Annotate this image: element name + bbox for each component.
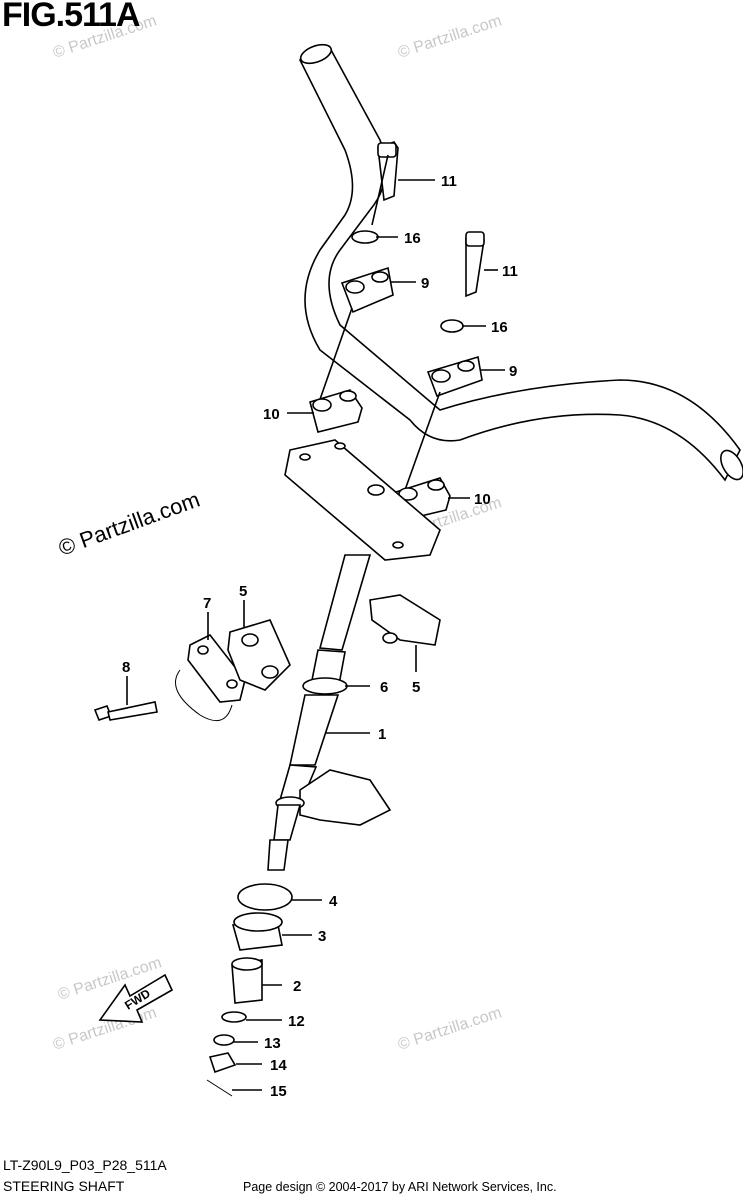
- callout-9: 9: [421, 275, 429, 292]
- callout-9: 9: [509, 363, 517, 380]
- callout-5: 5: [239, 583, 247, 600]
- callout-3: 3: [318, 928, 326, 945]
- holder-plate: [284, 439, 441, 561]
- steering-shaft: [267, 554, 392, 871]
- callout-13: 13: [264, 1035, 281, 1052]
- watermark-bottom-right: © Partzilla.com: [396, 1004, 504, 1053]
- callout-11: 11: [441, 173, 457, 190]
- callout-8: 8: [122, 659, 130, 676]
- callout-16: 16: [491, 319, 508, 336]
- callout-12: 12: [288, 1013, 305, 1030]
- callouts: 11 16 9 11 16 9 10 10 7 5 8 6 5 1 4 3 2 …: [122, 173, 518, 1100]
- callout-10: 10: [263, 406, 280, 423]
- callout-4: 4: [329, 893, 338, 910]
- watermark-main: © Partzilla.com: [55, 487, 203, 561]
- callout-2: 2: [293, 978, 301, 995]
- callout-1: 1: [378, 726, 386, 743]
- page-credit: Page design © 2004-2017 by ARI Network S…: [243, 1180, 557, 1194]
- callout-15: 15: [270, 1083, 287, 1100]
- lower-parts: [206, 883, 293, 1097]
- watermark-top-right: © Partzilla.com: [396, 12, 504, 61]
- callout-16: 16: [404, 230, 421, 247]
- figure-title: FIG.511A: [2, 0, 141, 34]
- callout-14: 14: [270, 1057, 287, 1074]
- callout-5: 5: [412, 679, 420, 696]
- figure-name: STEERING SHAFT: [3, 1178, 125, 1194]
- figure-code: LT-Z90L9_P03_P28_511A: [3, 1157, 167, 1173]
- callout-6: 6: [380, 679, 388, 696]
- callout-11: 11: [502, 263, 518, 280]
- handlebar: [299, 43, 743, 482]
- callout-10: 10: [474, 491, 491, 508]
- watermark-bottom-left: © Partzilla.com: [51, 1004, 159, 1053]
- callout-7: 7: [203, 595, 211, 612]
- knuckle-parts: [93, 594, 441, 722]
- upper-clamps: [317, 141, 485, 491]
- leader-lines: [126, 179, 505, 1091]
